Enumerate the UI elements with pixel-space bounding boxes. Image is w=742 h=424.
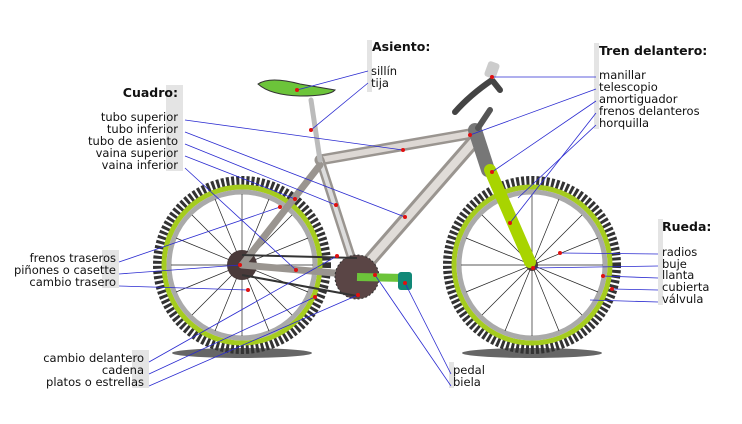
tren-bar xyxy=(594,43,599,129)
label-valvula: válvula xyxy=(662,292,703,306)
label-sillin: sillín xyxy=(371,64,397,78)
asiento-bar xyxy=(367,40,372,92)
label-cambio-delantero: cambio delantero xyxy=(43,351,144,365)
label-tija: tija xyxy=(371,76,389,90)
label-cambio-trasero: cambio trasero xyxy=(29,275,116,289)
label-cadena: cadena xyxy=(102,363,144,377)
label-llanta: llanta xyxy=(662,268,694,282)
asiento-title: Asiento: xyxy=(372,39,430,54)
label-vaina-superior: vaina superior xyxy=(96,146,179,160)
label-tubo-superior: tubo superior xyxy=(101,110,178,124)
label-radios: radios xyxy=(662,245,697,259)
marker-dots xyxy=(238,75,614,299)
crank-arm xyxy=(356,273,406,282)
leader-lines xyxy=(118,70,659,387)
label-buje: buje xyxy=(662,257,687,271)
label-tubo-asiento: tubo de asiento xyxy=(88,134,178,148)
label-vaina-inferior: vaina inferior xyxy=(102,158,179,172)
label-biela: biela xyxy=(453,375,481,389)
label-horquilla: horquilla xyxy=(599,116,649,130)
label-pinones: piñones o casette xyxy=(14,263,116,277)
rueda-title: Rueda: xyxy=(662,219,711,234)
label-frenos-delanteros: frenos delanteros xyxy=(599,104,700,118)
label-amortiguador: amortiguador xyxy=(599,92,678,106)
label-tubo-inferior: tubo inferior xyxy=(107,122,178,136)
label-manillar: manillar xyxy=(599,68,646,82)
rueda-bar xyxy=(658,219,663,305)
tren-title: Tren delantero: xyxy=(599,43,707,58)
pedales-bar xyxy=(449,362,454,388)
label-cubierta: cubierta xyxy=(662,280,709,294)
label-platos: platos o estrellas xyxy=(46,375,144,389)
trasera-bar xyxy=(102,250,119,288)
label-frenos-traseros: frenos traseros xyxy=(30,251,116,265)
cuadro-title: Cuadro: xyxy=(123,85,178,100)
delantera-bar xyxy=(132,350,149,388)
cuadro-bar xyxy=(166,85,183,171)
label-telescopio: telescopio xyxy=(599,80,658,94)
saddle xyxy=(257,79,336,97)
frame xyxy=(238,61,536,282)
label-pedal: pedal xyxy=(453,363,485,377)
